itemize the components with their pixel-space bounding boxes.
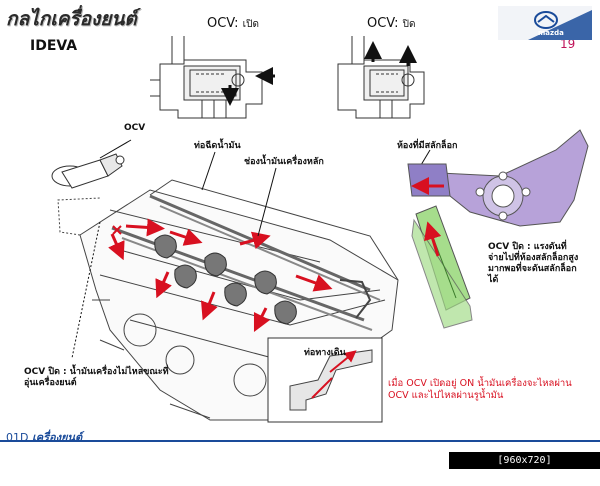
- page-title: กลไกเครื่องยนต์: [6, 8, 137, 30]
- label-lock-pin-chamber: ห้องที่มีสลักล็อก: [397, 141, 458, 151]
- oil-flow-arrows: [108, 218, 333, 333]
- brand-text: mazda: [538, 29, 564, 37]
- lock-pin-detail: [407, 129, 589, 329]
- ocv-closed-label: OCV: ปิด: [367, 16, 416, 32]
- footer-code: 01D: [6, 431, 29, 444]
- ocv-open-label-prefix: OCV:: [207, 16, 239, 31]
- ocv-closed-diagram: [337, 36, 425, 119]
- mazda-logo: mazda: [498, 6, 592, 40]
- ocv-closed-label-prefix: OCV:: [367, 16, 399, 31]
- ocv-open-diagram: [150, 36, 263, 119]
- label-ocv-closed-warmup: OCV ปิด : น้ำมันเครื่องไม่ไหลขณะที่อุ่นเ…: [24, 367, 169, 388]
- ocv-closed-label-state: ปิด: [402, 19, 416, 30]
- drain-pipe-inset: [267, 337, 383, 423]
- ocv-open-label-state: เปิด: [242, 19, 259, 30]
- watermark: [960x720] https://upic.me/: [449, 452, 600, 483]
- footer-section: 01D เครื่องยนต์: [6, 428, 82, 446]
- footer-section-name: เครื่องยนต์: [31, 431, 83, 444]
- label-ocv: OCV: [124, 123, 146, 133]
- page-subtitle: IDEVA: [30, 38, 78, 54]
- ocv-component: [51, 153, 125, 189]
- label-drain-pipe: ท่อทางเดิน: [304, 348, 346, 358]
- label-ocv-closed-pressure: OCV ปิด : แรงดันที่จ่ายไปที่ห้องสลักล็อก…: [488, 242, 579, 285]
- engine-illustration: [51, 36, 589, 423]
- label-main-oil-gallery: ช่องน้ำมันเครื่องหลัก: [244, 157, 324, 167]
- label-injector-pipe: ท่อฉีดน้ำมัน: [194, 141, 241, 151]
- page-number: 19: [560, 37, 576, 51]
- ocv-open-label: OCV: เปิด: [207, 16, 259, 32]
- footer-divider: [0, 440, 600, 442]
- ocv-open-note: เมื่อ OCV เปิดอยู่ ON น้ำมันเครื่องจะไหล…: [388, 378, 572, 401]
